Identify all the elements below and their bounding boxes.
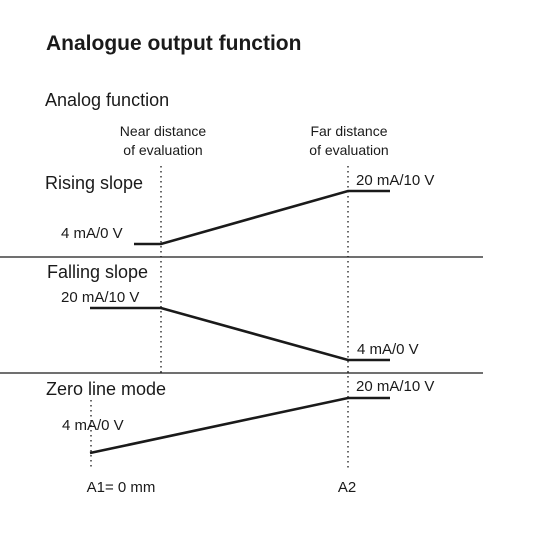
zero-line-curve <box>89 396 390 455</box>
falling-low-value: 4 mA/0 V <box>357 341 419 358</box>
rising-slope-label: Rising slope <box>45 173 143 193</box>
zero-line-label: Zero line mode <box>46 379 166 399</box>
rising-high-value: 20 mA/10 V <box>356 172 434 189</box>
section-title: Analog function <box>45 90 169 110</box>
falling-slope-curve <box>90 306 390 362</box>
rising-low-value: 4 mA/0 V <box>61 225 123 242</box>
near-distance-header-line1: Near distance <box>120 123 207 139</box>
falling-high-value: 20 mA/10 V <box>61 289 139 306</box>
page-title: Analogue output function <box>46 32 301 55</box>
zero-low-value: 4 mA/0 V <box>62 417 124 434</box>
a1-label: A1= 0 mm <box>87 479 156 496</box>
a2-label: A2 <box>338 479 356 496</box>
rising-slope-curve <box>134 189 390 246</box>
falling-slope-label: Falling slope <box>47 262 148 282</box>
zero-line-panel: Zero line mode 4 mA/0 V 20 mA/10 V <box>46 378 434 455</box>
near-distance-header-line2: of evaluation <box>123 142 202 158</box>
zero-high-value: 20 mA/10 V <box>356 378 434 395</box>
falling-slope-panel: Falling slope 20 mA/10 V 4 mA/0 V <box>47 262 419 362</box>
far-distance-header-line1: Far distance <box>310 123 387 139</box>
far-distance-header-line2: of evaluation <box>309 142 388 158</box>
rising-slope-panel: Rising slope 4 mA/0 V 20 mA/10 V <box>45 172 434 246</box>
